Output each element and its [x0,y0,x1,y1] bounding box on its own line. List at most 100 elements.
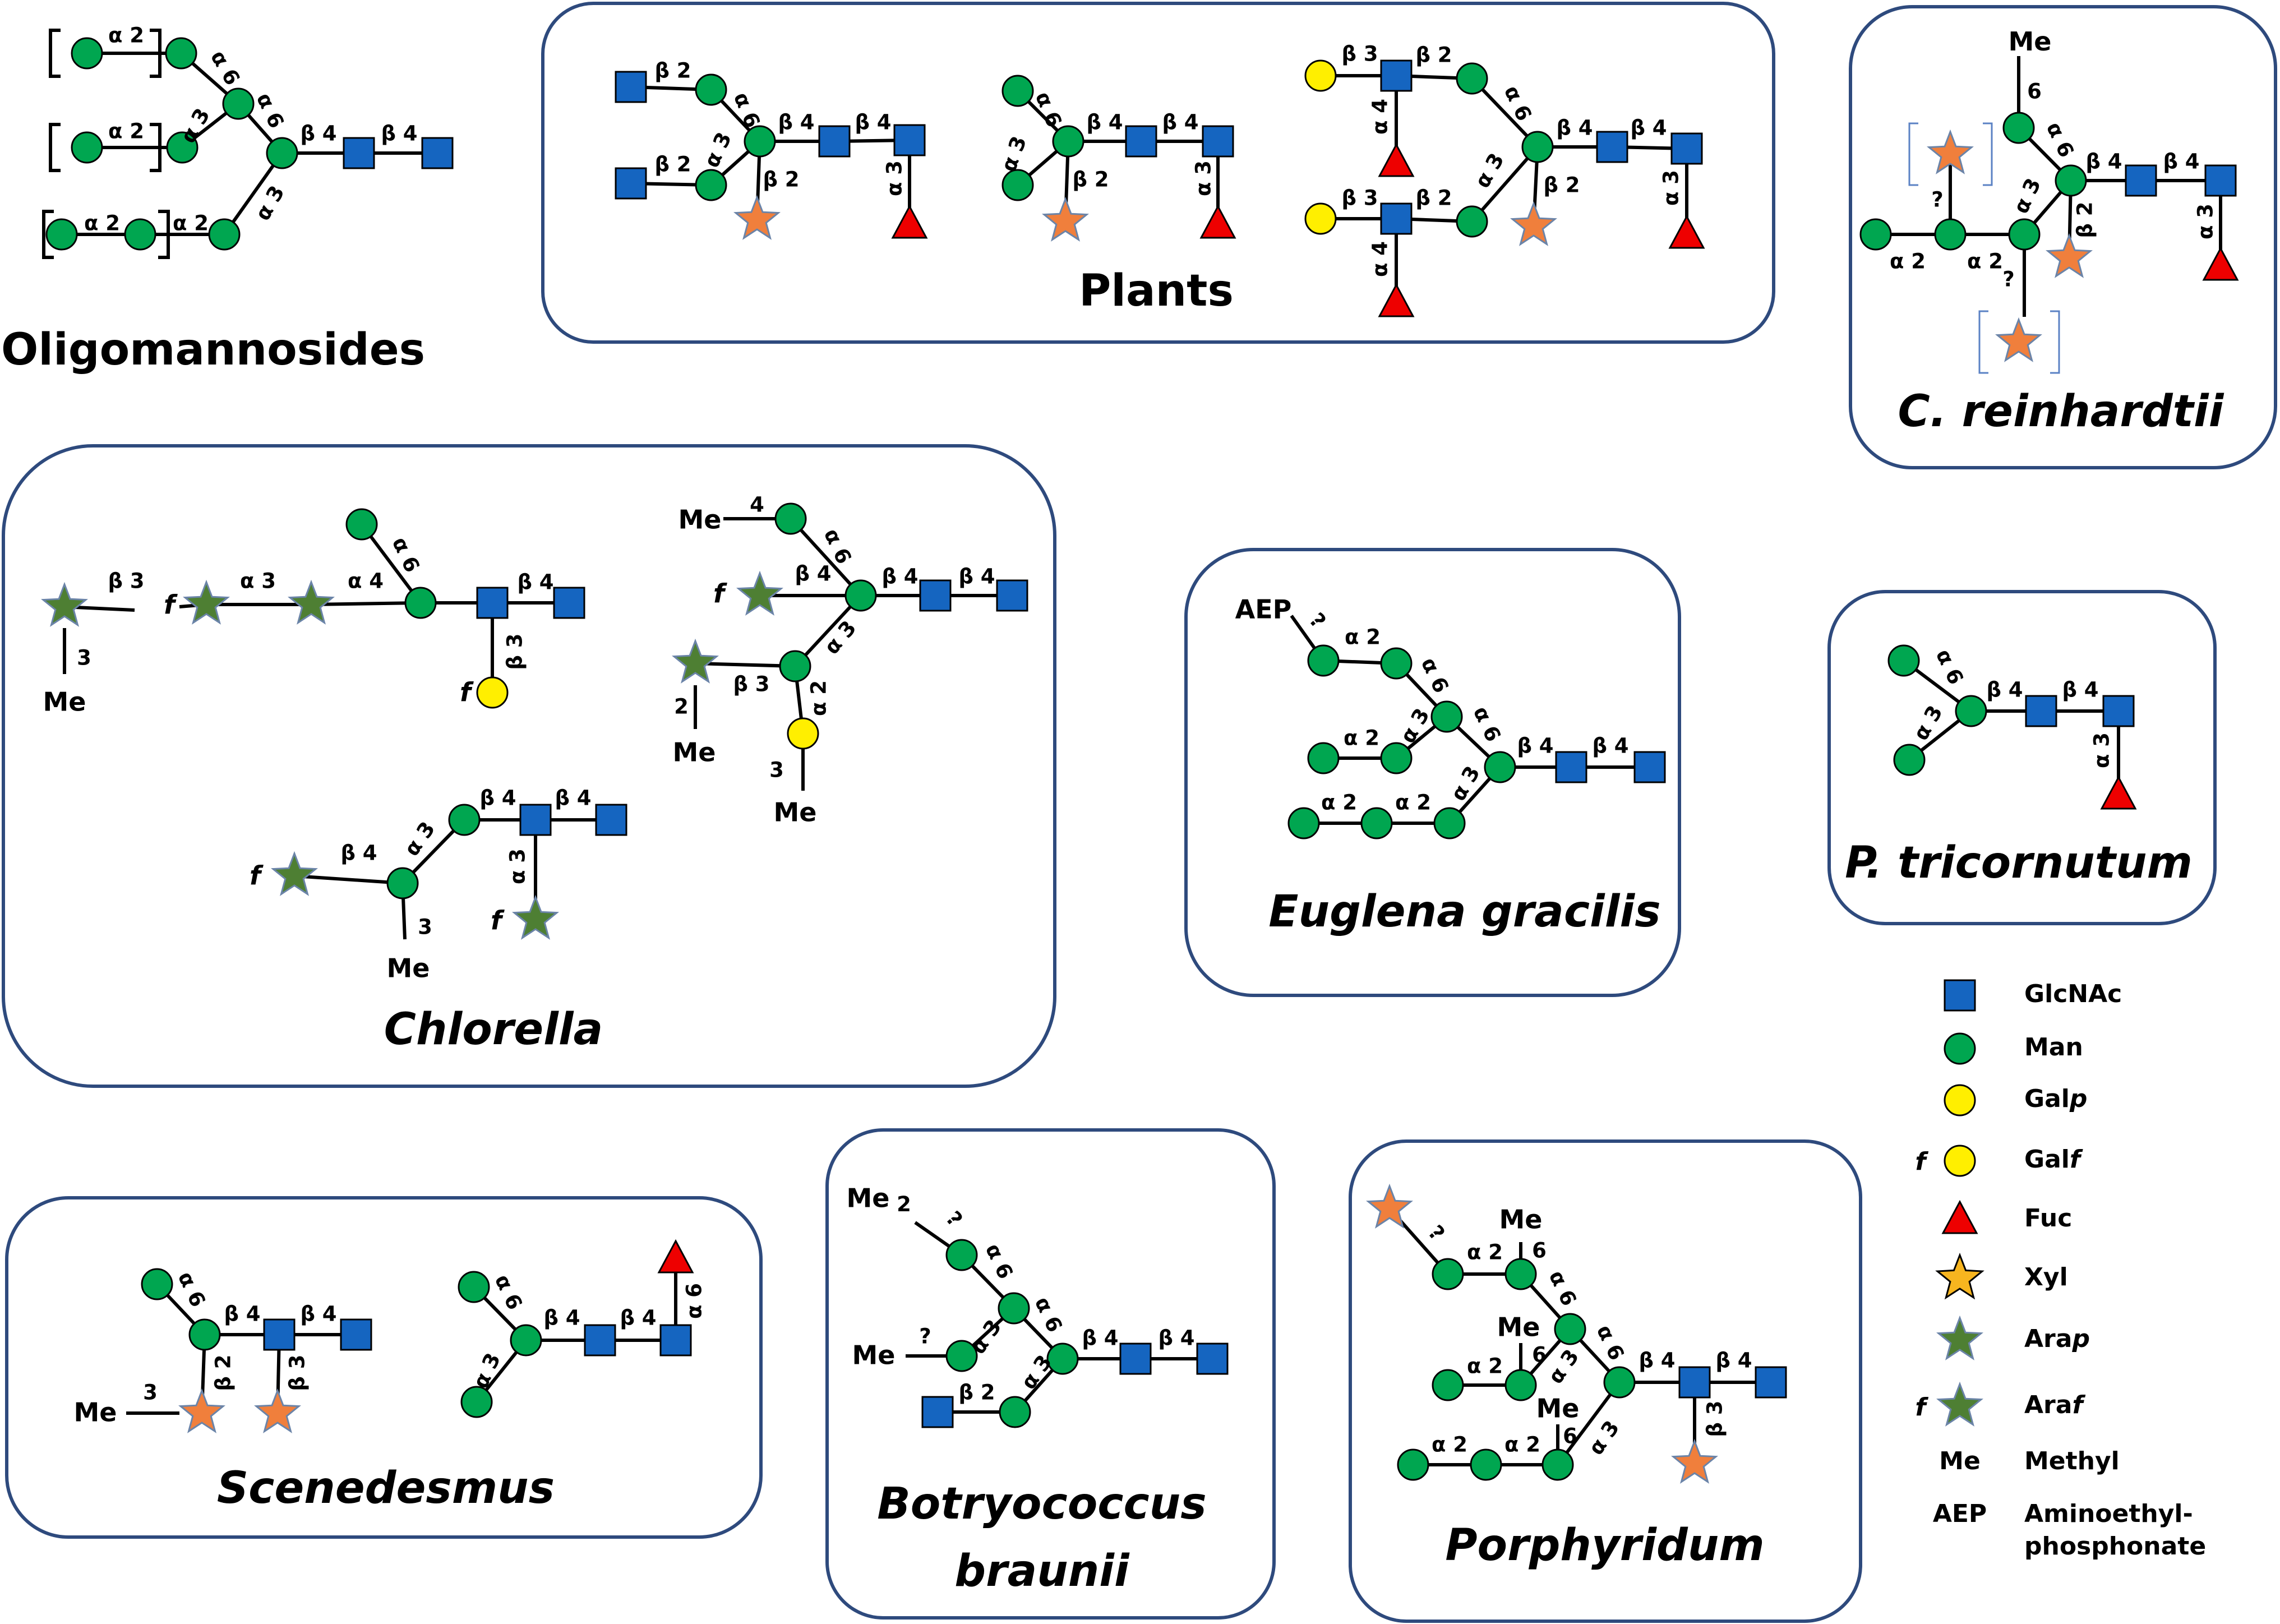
glcnac-square-icon [996,579,1028,612]
man-circle-icon [1307,742,1340,774]
ara-star-icon [183,579,230,625]
man-circle-icon [1504,1369,1537,1401]
ara-star-icon [1936,1381,1983,1427]
linkage-label: α 3 [1446,762,1485,805]
man-circle-icon [458,1271,490,1303]
linkage-label: α 3 [240,569,276,593]
man-circle-icon [695,169,727,201]
glcnac-square-icon [1119,1342,1152,1375]
bracket-right [150,29,161,78]
linkage-label: β 2 [1543,173,1580,197]
methyl-label: Me [1497,1312,1540,1342]
linkage-label: α 3 [399,817,440,860]
linkage-label: β 4 [855,110,891,135]
panel-title: Plants [1079,266,1234,316]
linkage-label: α 6 [729,89,765,131]
bracket-right [150,123,161,172]
man-circle-icon [448,804,481,836]
glcnac-square-icon [818,125,851,158]
man-circle-icon [1432,1369,1464,1401]
linkage-label: α 6 [1931,645,1968,688]
bracket-left [49,123,61,172]
man-circle-icon [1504,1258,1537,1290]
man-circle-icon [124,218,156,251]
glcnac-square-icon [1125,125,1157,158]
linkage-label: β 2 [1415,186,1452,210]
linkage-label: α 3 [468,1349,505,1392]
linkage-label: α 3 [699,128,736,171]
legend-symbol: AEP [1933,1500,1987,1528]
linkage-label: ? [919,1325,931,1349]
linkage-label: β 3 [1341,42,1378,66]
linkage-label: 3 [769,758,784,782]
linkage-label: ? [941,1207,967,1231]
glcnac-square-icon [1944,979,1976,1012]
xyl-star-icon [1995,317,2042,362]
panel-title: Oligomannosides [1,325,425,375]
linkage-label: β 4 [543,1306,580,1330]
fuc-triangle-icon [2202,246,2239,281]
linkage-label: α 3 [1192,160,1216,196]
glcnac-square-icon [553,587,585,619]
linkage-label: α 2 [84,211,120,236]
linkage-label: 3 [418,915,432,939]
linkage-label: β 4 [620,1306,656,1330]
linkage-label: α 6 [1499,82,1536,124]
man-circle-icon [510,1324,542,1357]
glcnac-square-icon [615,71,647,103]
linkage-label: α 3 [883,160,907,196]
xyl-star-icon [1935,1252,1984,1300]
gal-circle-icon [1304,59,1337,92]
glcnac-square-icon [615,167,647,200]
legend-label: Man [2024,1033,2083,1062]
bracket-left [49,29,61,78]
man-circle-icon [460,1386,493,1418]
linkage-label: β 4 [340,841,377,865]
glcnac-square-icon [476,587,509,619]
man-circle-icon [1432,1258,1464,1290]
man-circle-icon [165,37,197,70]
methyl-label: Me [43,687,86,717]
xyl-star-icon [1510,201,1557,246]
linkage-label: α 3 [2090,732,2114,768]
legend-label: GlcNAc [2024,980,2122,1008]
subscript-label: 2 [897,1192,911,1216]
furanose-label: f [460,677,474,708]
man-circle-icon [2008,218,2041,251]
man-circle-icon [1380,647,1413,680]
man-circle-icon [188,1318,221,1351]
methyl-label: Me [74,1397,117,1428]
man-circle-icon [1955,695,1987,727]
glcnac-square-icon [1678,1366,1711,1399]
xyl-star-icon [254,1388,301,1433]
fuc-triangle-icon [891,204,928,239]
linkage-label: β 2 [958,1381,995,1405]
linkage-label: α 6 [1469,703,1506,745]
linkage-label: β 2 [763,168,799,192]
man-circle-icon [71,131,103,164]
linkage-label: β 3 [1703,1400,1727,1437]
linkage-label: α 3 [2009,174,2046,217]
glcnac-square-icon [2025,695,2057,727]
furanose-label: f [250,861,264,891]
methyl-label: Me [2009,26,2052,57]
linkage-label: β 4 [224,1302,260,1326]
legend-label: Galf [2024,1145,2083,1174]
linkage-label: α 4 [1368,241,1392,277]
panel-title: Botryococcus [877,1479,1206,1529]
xyl-star-icon [2046,233,2093,278]
optional-bracket [1983,122,1993,186]
man-circle-icon [999,1396,1031,1428]
linkage-label: α 2 [173,211,209,236]
fuc-triangle-icon [1199,204,1236,239]
legend-prefix: f [1915,1393,1928,1422]
legend-label: Galp [2024,1085,2087,1113]
linkage-label: β 4 [1162,110,1198,135]
man-circle-icon [744,125,776,158]
panel-frame [825,1128,1276,1620]
man-circle-icon [1052,125,1084,158]
man-circle-icon [1859,218,1892,251]
linkage-label: β 2 [1415,43,1452,67]
